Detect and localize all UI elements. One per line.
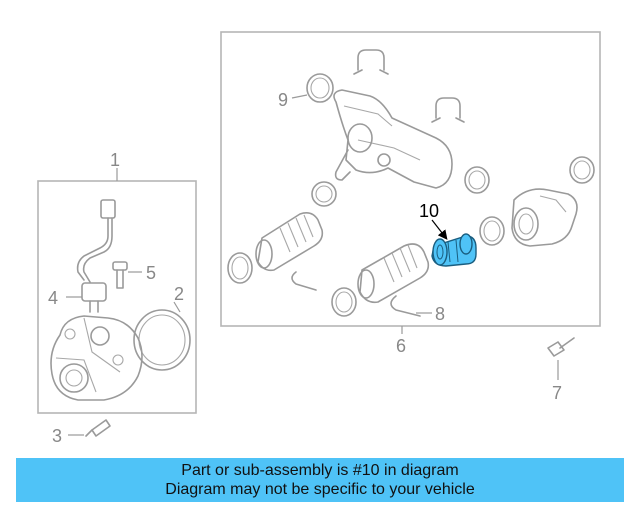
bolt-part-7[interactable] [547, 337, 575, 357]
callout-2[interactable]: 2 [174, 284, 184, 304]
callout-1[interactable]: 1 [110, 150, 120, 170]
clip-part-right[interactable] [431, 97, 465, 123]
o-ring-part-c[interactable] [311, 181, 337, 207]
o-ring-part-2[interactable] [133, 309, 191, 371]
clip-part-8[interactable] [390, 295, 421, 317]
clip-part-left[interactable] [291, 271, 317, 291]
o-ring-part-e[interactable] [227, 252, 253, 284]
hose-part-middle[interactable] [357, 243, 430, 304]
o-ring-part-b[interactable] [569, 156, 595, 184]
thermostat-housing[interactable] [511, 188, 578, 247]
banner-line-1: Part or sub-assembly is #10 in diagram [181, 462, 459, 479]
o-ring-part-d[interactable] [479, 216, 505, 246]
callout-8[interactable]: 8 [435, 304, 445, 324]
bolt-part-5[interactable] [112, 261, 128, 289]
callout-3[interactable]: 3 [52, 426, 62, 446]
callout-9[interactable]: 9 [278, 90, 288, 110]
parts-diagram: 1 4 5 2 3 6 9 [37, 31, 601, 446]
callout-10[interactable]: 10 [419, 201, 439, 221]
o-ring-part-f[interactable] [331, 287, 357, 317]
group-box-1 [37, 180, 197, 414]
banner-line-2: Diagram may not be specific to your vehi… [165, 481, 475, 498]
clip-part-top[interactable] [353, 49, 389, 75]
water-pump-housing[interactable] [50, 315, 143, 401]
callout-5[interactable]: 5 [146, 263, 156, 283]
bolt-part-3[interactable] [85, 419, 111, 437]
o-ring-part-9[interactable] [306, 73, 334, 103]
hose-part-left[interactable] [255, 212, 324, 272]
coolant-flange-pipe[interactable] [333, 89, 453, 189]
callout-4[interactable]: 4 [48, 288, 58, 308]
o-ring-part-a[interactable] [464, 166, 490, 194]
group-box-6 [220, 31, 601, 327]
callout-7[interactable]: 7 [552, 383, 562, 403]
sensor-part-4[interactable] [76, 199, 116, 313]
info-banner: Part or sub-assembly is #10 in diagram D… [16, 458, 624, 502]
callout-6[interactable]: 6 [396, 336, 406, 356]
callout-10-arrow [431, 219, 448, 240]
thermostat-part-10[interactable] [431, 233, 477, 267]
